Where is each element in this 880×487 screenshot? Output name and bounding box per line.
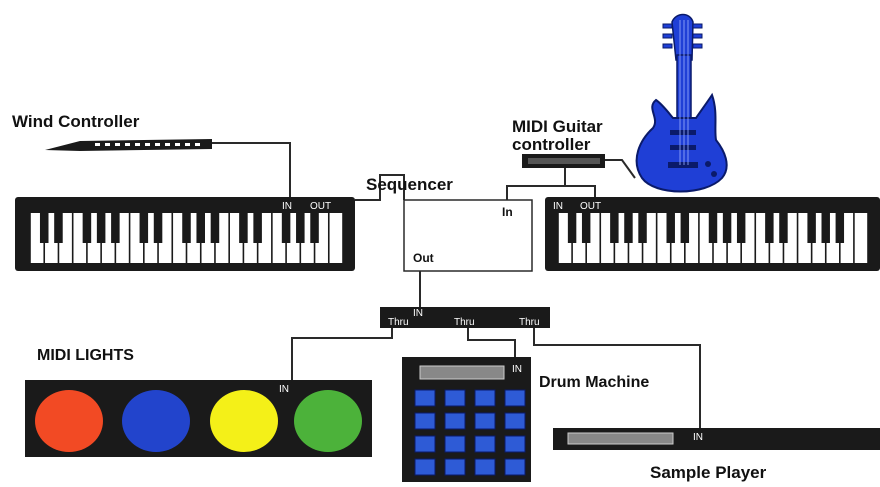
drum-pad[interactable] [445,459,465,475]
black-key [610,213,618,243]
black-key [582,213,590,243]
black-key [83,213,92,243]
black-key [182,213,191,243]
black-key [681,213,689,243]
wind-key [115,143,120,146]
sample-player: IN Sample Player [553,428,880,482]
left-keyboard: IN OUT [15,197,355,271]
drum-pad[interactable] [415,390,435,406]
black-key [836,213,844,243]
drum-machine: IN Drum Machine [402,357,649,482]
drum-pad[interactable] [505,390,525,406]
white-key [855,213,867,263]
thru-port-1: Thru [388,317,409,328]
black-key [568,213,576,243]
midi-guitar-label-line1: MIDI Guitar [512,117,603,136]
black-key [40,213,49,243]
green-light [294,390,362,452]
black-key [282,213,291,243]
thru-port-3: Thru [519,317,540,328]
white-key [330,213,343,263]
black-key [807,213,815,243]
black-key [54,213,63,243]
right-keyboard-out-port: OUT [580,201,601,212]
electric-guitar-icon [637,15,727,192]
black-key [97,213,106,243]
black-key [723,213,731,243]
drum-machine-label: Drum Machine [539,374,649,391]
black-key [638,213,646,243]
wind-controller-label: Wind Controller [12,112,140,131]
black-key [709,213,717,243]
drum-pad[interactable] [475,413,495,429]
wind-key [165,143,170,146]
midi-thru-box: IN Thru Thru Thru [380,307,550,328]
drum-pad[interactable] [415,436,435,452]
drum-pad[interactable] [505,413,525,429]
midi-lights-label: MIDI LIGHTS [37,347,134,364]
thru-box-in-port: IN [413,308,423,319]
drum-pad[interactable] [475,436,495,452]
cable-thru-to-drums [468,328,515,357]
black-key [779,213,787,243]
black-key [154,213,163,243]
midi-lights: MIDI LIGHTS IN [25,347,372,457]
right-keyboard-in-port: IN [553,201,563,212]
black-key [822,213,830,243]
wind-key [95,143,100,146]
sample-player-in-port: IN [693,432,703,443]
black-key [765,213,773,243]
black-key [111,213,120,243]
wind-key [195,143,200,146]
midi-guitar-label-line2: controller [512,135,591,154]
blue-light [122,390,190,452]
wind-controller: Wind Controller [12,112,212,151]
black-key [211,213,220,243]
wind-key [175,143,180,146]
wind-key [185,143,190,146]
left-keyboard-out-port: OUT [310,201,331,212]
drum-pad[interactable] [475,390,495,406]
drum-pad[interactable] [445,413,465,429]
midi-lights-in-port: IN [279,384,289,395]
yellow-light [210,390,278,452]
left-keyboard-in-port: IN [282,201,292,212]
sample-player-label: Sample Player [650,463,767,482]
drum-machine-in-port: IN [512,364,522,375]
drum-pad[interactable] [445,436,465,452]
wind-key [155,143,160,146]
drum-pad[interactable] [505,436,525,452]
cable-guitar-to-controller [605,160,635,178]
thru-port-2: Thru [454,317,475,328]
black-key [196,213,205,243]
black-key [667,213,675,243]
sequencer-label: Sequencer [366,175,453,194]
right-keyboard: IN OUT [545,197,880,271]
black-key [310,213,319,243]
red-light [35,390,103,452]
sequencer-in-port: In [502,205,513,219]
wind-key [145,143,150,146]
wind-key [135,143,140,146]
wind-key [125,143,130,146]
drum-pad[interactable] [445,390,465,406]
black-key [140,213,149,243]
wind-key [105,143,110,146]
black-key [253,213,262,243]
cable-thru-to-lights [292,328,392,380]
cable-wind-to-keyboard [212,143,290,203]
drum-pad[interactable] [415,459,435,475]
drum-pad[interactable] [475,459,495,475]
drum-pad[interactable] [415,413,435,429]
midi-guitar-controller: MIDI Guitar controller [512,117,605,168]
black-key [624,213,632,243]
black-key [737,213,745,243]
drum-pad[interactable] [505,459,525,475]
black-key [239,213,248,243]
sequencer-out-port: Out [413,251,434,265]
black-key [296,213,305,243]
